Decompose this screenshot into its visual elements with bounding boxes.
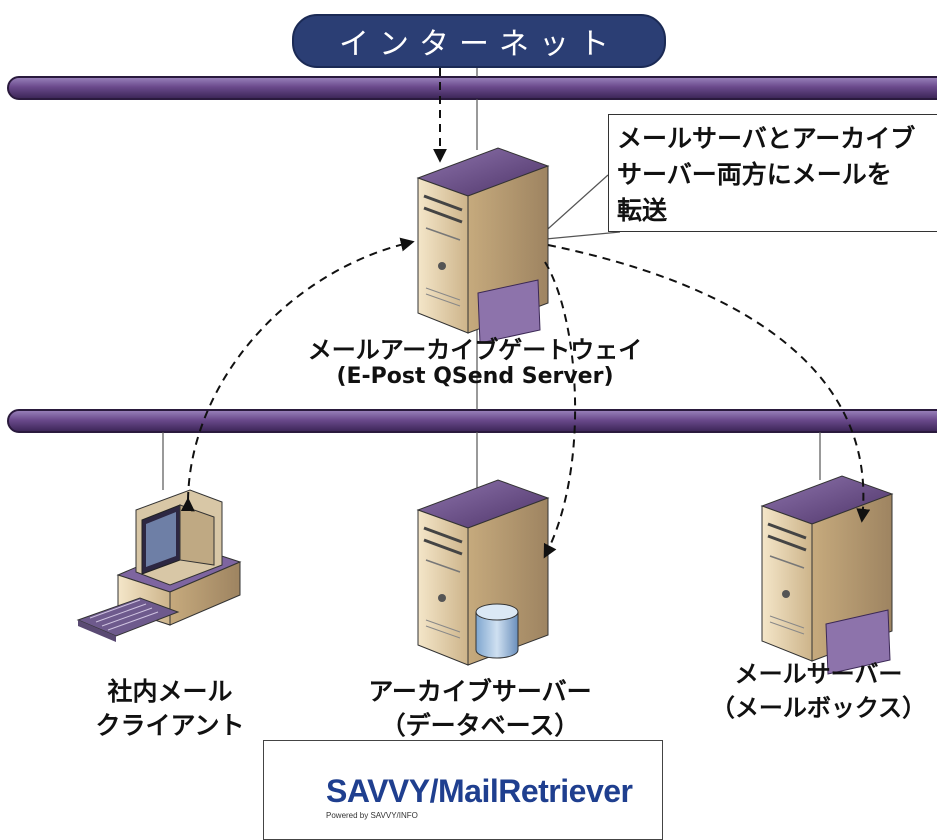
database-icon [475,603,519,659]
internet-bus [7,76,937,100]
callout-line-1: メールサーバとアーカイブ [617,124,916,153]
internet-label: インターネット [292,14,666,68]
gateway-sublabel: (E-Post QSend Server) [336,364,614,389]
mail-server [760,474,894,675]
arrow-gateway-archive [543,261,577,559]
lan-bus [7,409,937,433]
brand-box: SAVVY/MailRetriever Powered by SAVVY/INF… [263,740,663,840]
client-label: 社内メール [107,677,233,706]
mailserver-sublabel: （メールボックス） [710,694,927,722]
callout-box: メールサーバとアーカイブ サーバー両方にメールを 転送 [608,114,937,232]
mail-envelope-icon [825,609,891,675]
arrow-gateway-mailserver [547,244,871,523]
callout-line-2: サーバー両方にメールを [617,160,892,189]
gateway-server [416,146,550,344]
brand-logo-text: SAVVY/MailRetriever [326,773,633,809]
gateway-label: メールアーカイブゲートウェイ [307,336,643,364]
client-sublabel: クライアント [95,711,245,740]
mail-envelope-icon [477,279,541,344]
archive-sublabel: （データベース） [380,711,580,740]
arrow-client-gateway [180,237,415,512]
callout-line-3: 転送 [617,196,668,225]
client-pc [76,489,242,642]
archive-label: アーカイブサーバー [368,677,592,706]
brand-powered-by: Powered by SAVVY/INFO [326,811,418,820]
mailserver-label: メールサーバー [734,660,903,688]
